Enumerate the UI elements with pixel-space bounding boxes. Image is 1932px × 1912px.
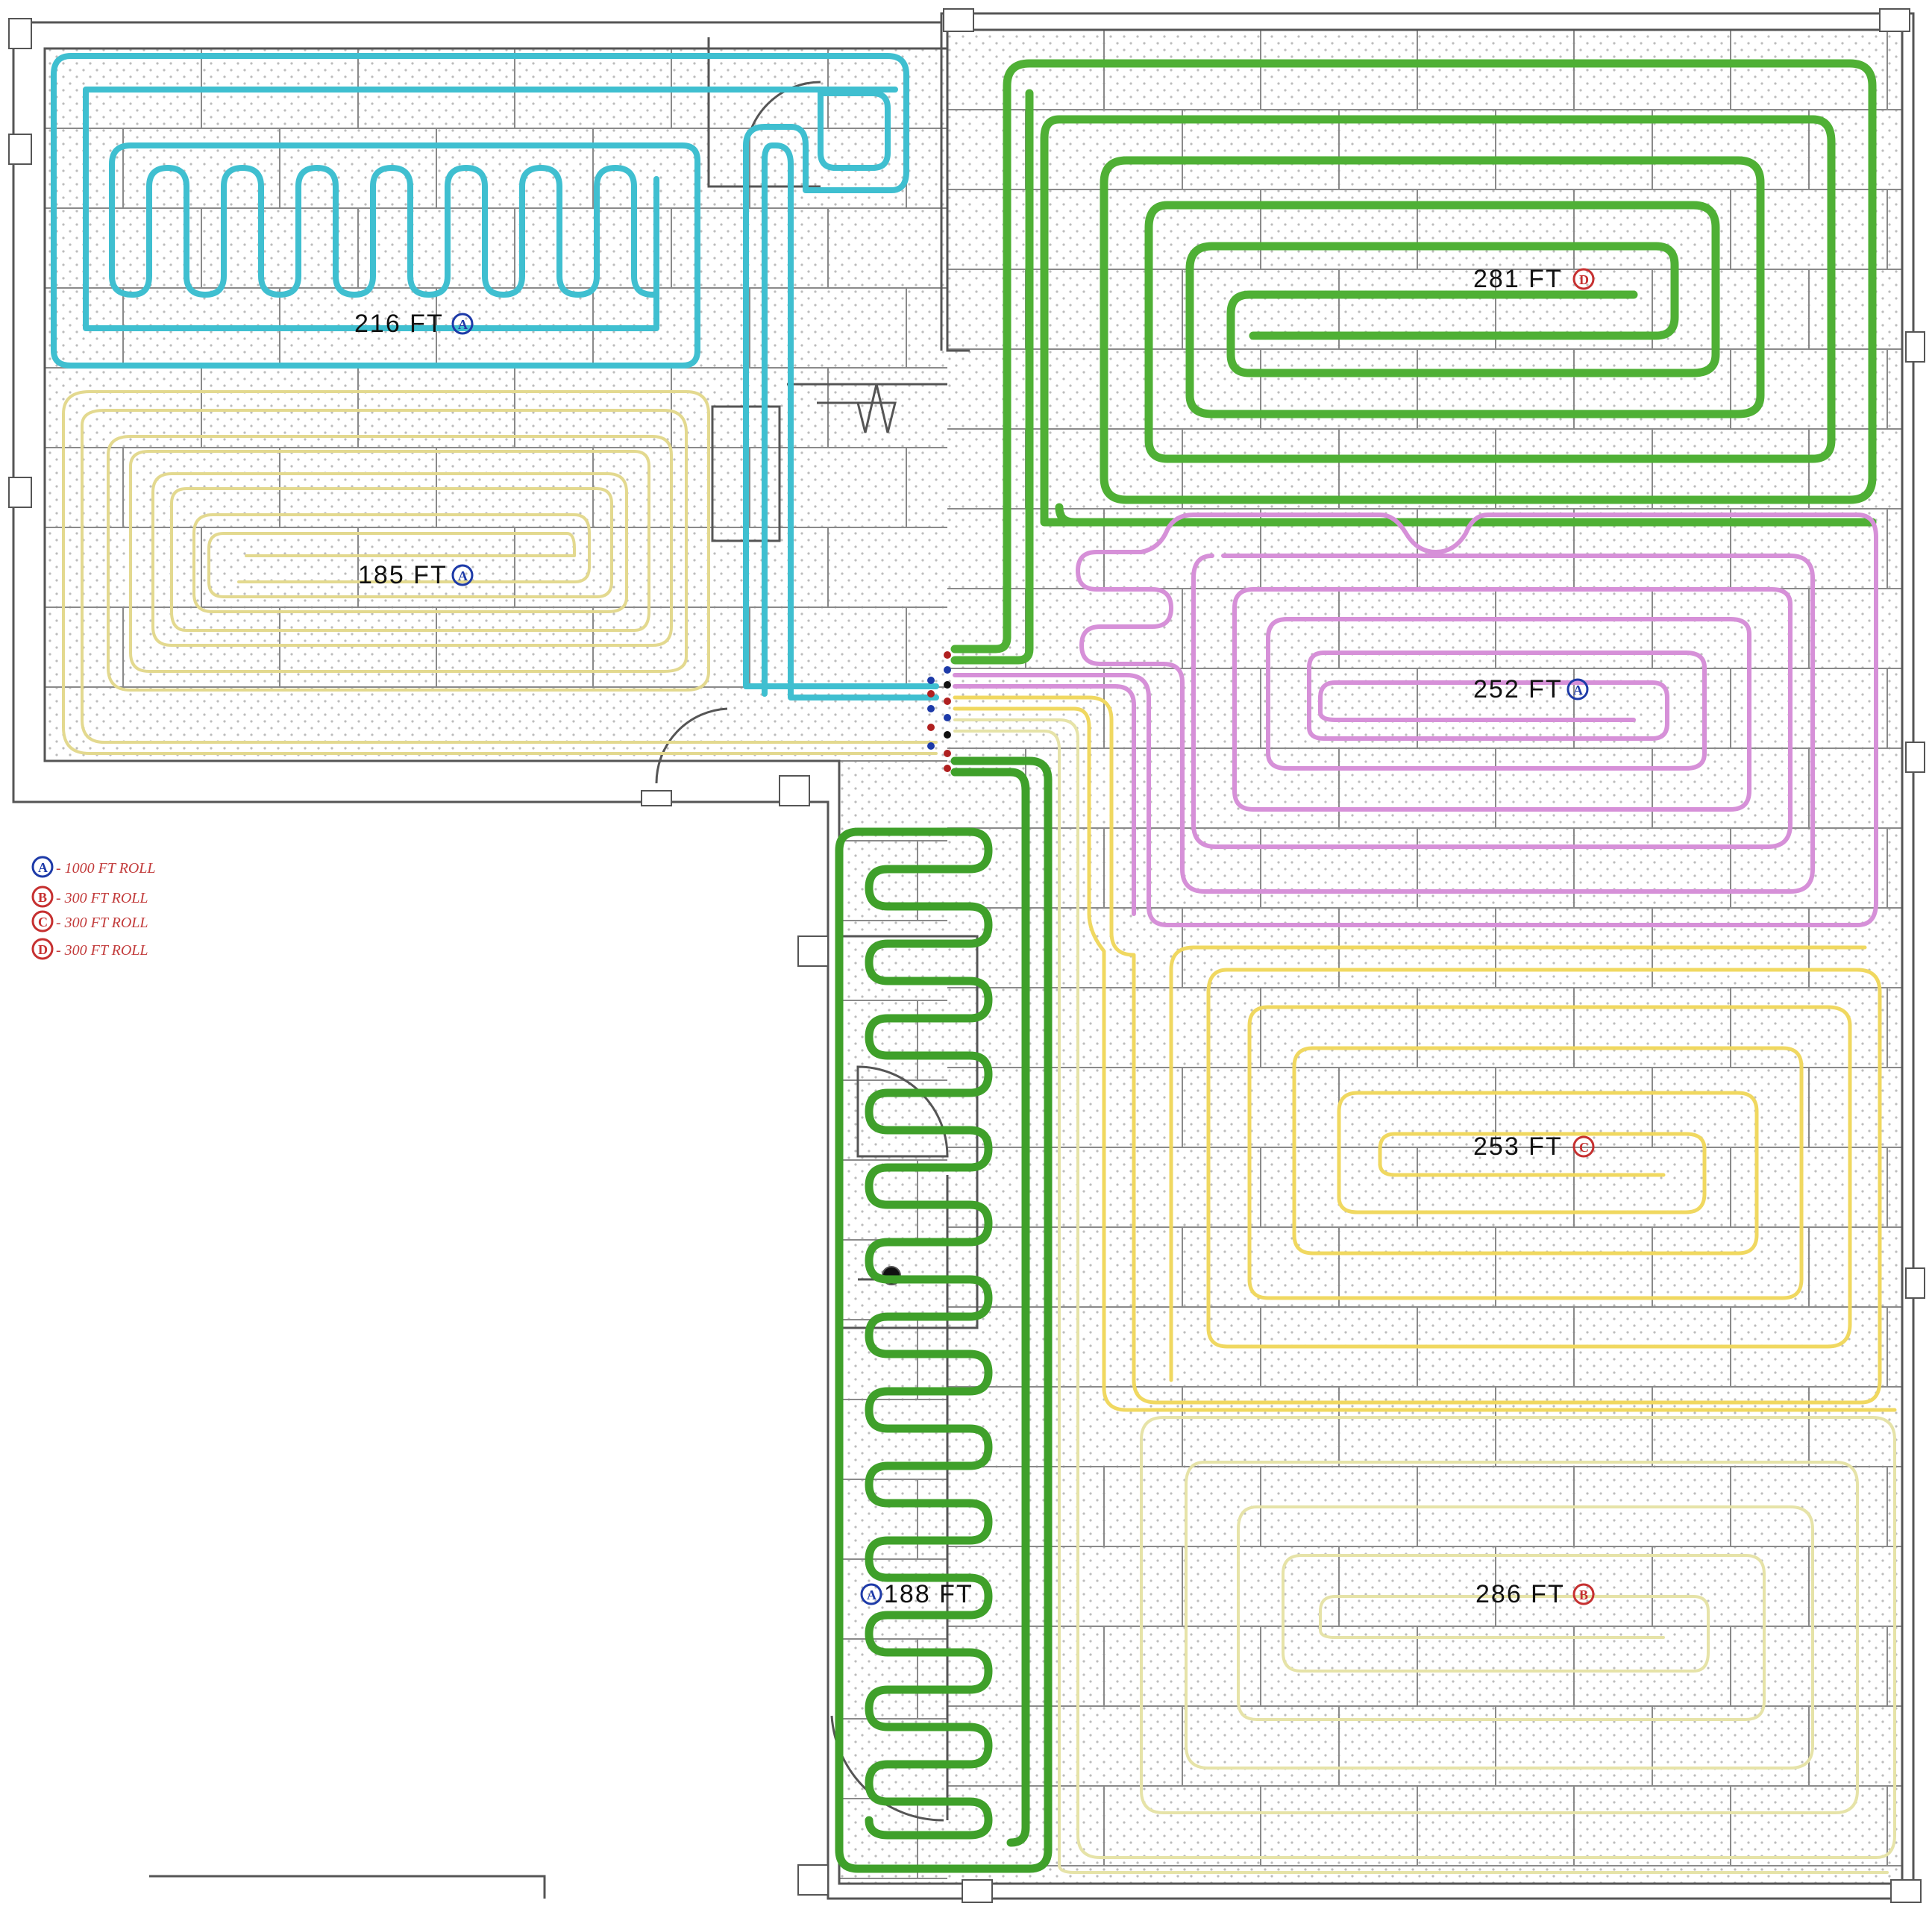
loop-216-ft	[51, 53, 939, 689]
loop-label-252: 252 FT	[1473, 675, 1563, 703]
roll-letter-286: B	[1579, 1587, 1588, 1602]
roll-marker-286	[1572, 1583, 1595, 1605]
loop-253-ft-return	[953, 706, 1897, 1412]
loop-label-185: 185 FT	[358, 561, 448, 589]
roll-letter-281: D	[1579, 272, 1589, 287]
legend-marker-d	[31, 938, 54, 960]
loop-253-ft	[953, 695, 1882, 1405]
legend-text-a: - 1000 FT ROLL	[56, 860, 156, 877]
roll-marker-252	[1566, 678, 1589, 700]
panel-grid	[45, 29, 1902, 1879]
legend-letter-b: B	[38, 890, 47, 905]
loop-label-253: 253 FT	[1473, 1132, 1563, 1161]
legend: A - 1000 FT ROLL B - 300 FT ROLL C - 300…	[31, 856, 156, 960]
loop-label-281: 281 FT	[1473, 265, 1563, 293]
roll-letter-252: A	[1573, 683, 1583, 698]
roll-letter-188: A	[867, 1587, 876, 1602]
loop-188-ft	[835, 756, 1053, 1873]
loop-label-188: 188 FT	[884, 1580, 973, 1608]
loop-286-ft	[953, 718, 1896, 1859]
loop-281-ft-return	[950, 89, 1877, 665]
legend-marker-c	[31, 910, 54, 933]
loop-286-ft-return	[953, 730, 1889, 1874]
manifold	[927, 651, 951, 772]
legend-marker-a	[31, 856, 54, 878]
loop-252-ft	[953, 513, 1878, 927]
roll-marker-185	[451, 564, 474, 586]
roll-letter-253: C	[1579, 1140, 1589, 1155]
legend-letter-d: D	[38, 942, 48, 957]
roll-marker-253	[1572, 1135, 1595, 1158]
heating-loops	[51, 53, 1897, 1874]
legend-text-d: - 300 FT ROLL	[56, 942, 148, 959]
loop-185-ft-inner	[81, 409, 938, 744]
loop-185-ft	[62, 390, 938, 755]
loop-label-216: 216 FT	[354, 310, 444, 338]
legend-text-c: - 300 FT ROLL	[56, 915, 148, 931]
loop-188-ft-return	[950, 768, 1030, 1847]
loop-216-ft-return	[83, 87, 939, 700]
loop-281-ft	[950, 59, 1877, 653]
loop-label-286: 286 FT	[1475, 1580, 1565, 1608]
roll-letter-216: A	[458, 317, 468, 332]
loop-252-ft-spiral	[953, 554, 1793, 916]
floor-panels	[45, 30, 1902, 1884]
roll-letter-185: A	[458, 568, 468, 583]
loop-labels: 216 FT A 185 FT A 281 FT D 252 FT A 253 …	[354, 265, 1595, 1608]
roll-marker-216	[451, 313, 474, 335]
legend-letter-a: A	[38, 860, 48, 875]
legend-marker-b	[31, 886, 54, 908]
openings	[8, 8, 1925, 1903]
roll-marker-188	[860, 1583, 882, 1605]
legend-text-b: - 300 FT ROLL	[56, 890, 148, 906]
roll-marker-281	[1572, 268, 1595, 290]
legend-letter-c: C	[38, 915, 48, 930]
